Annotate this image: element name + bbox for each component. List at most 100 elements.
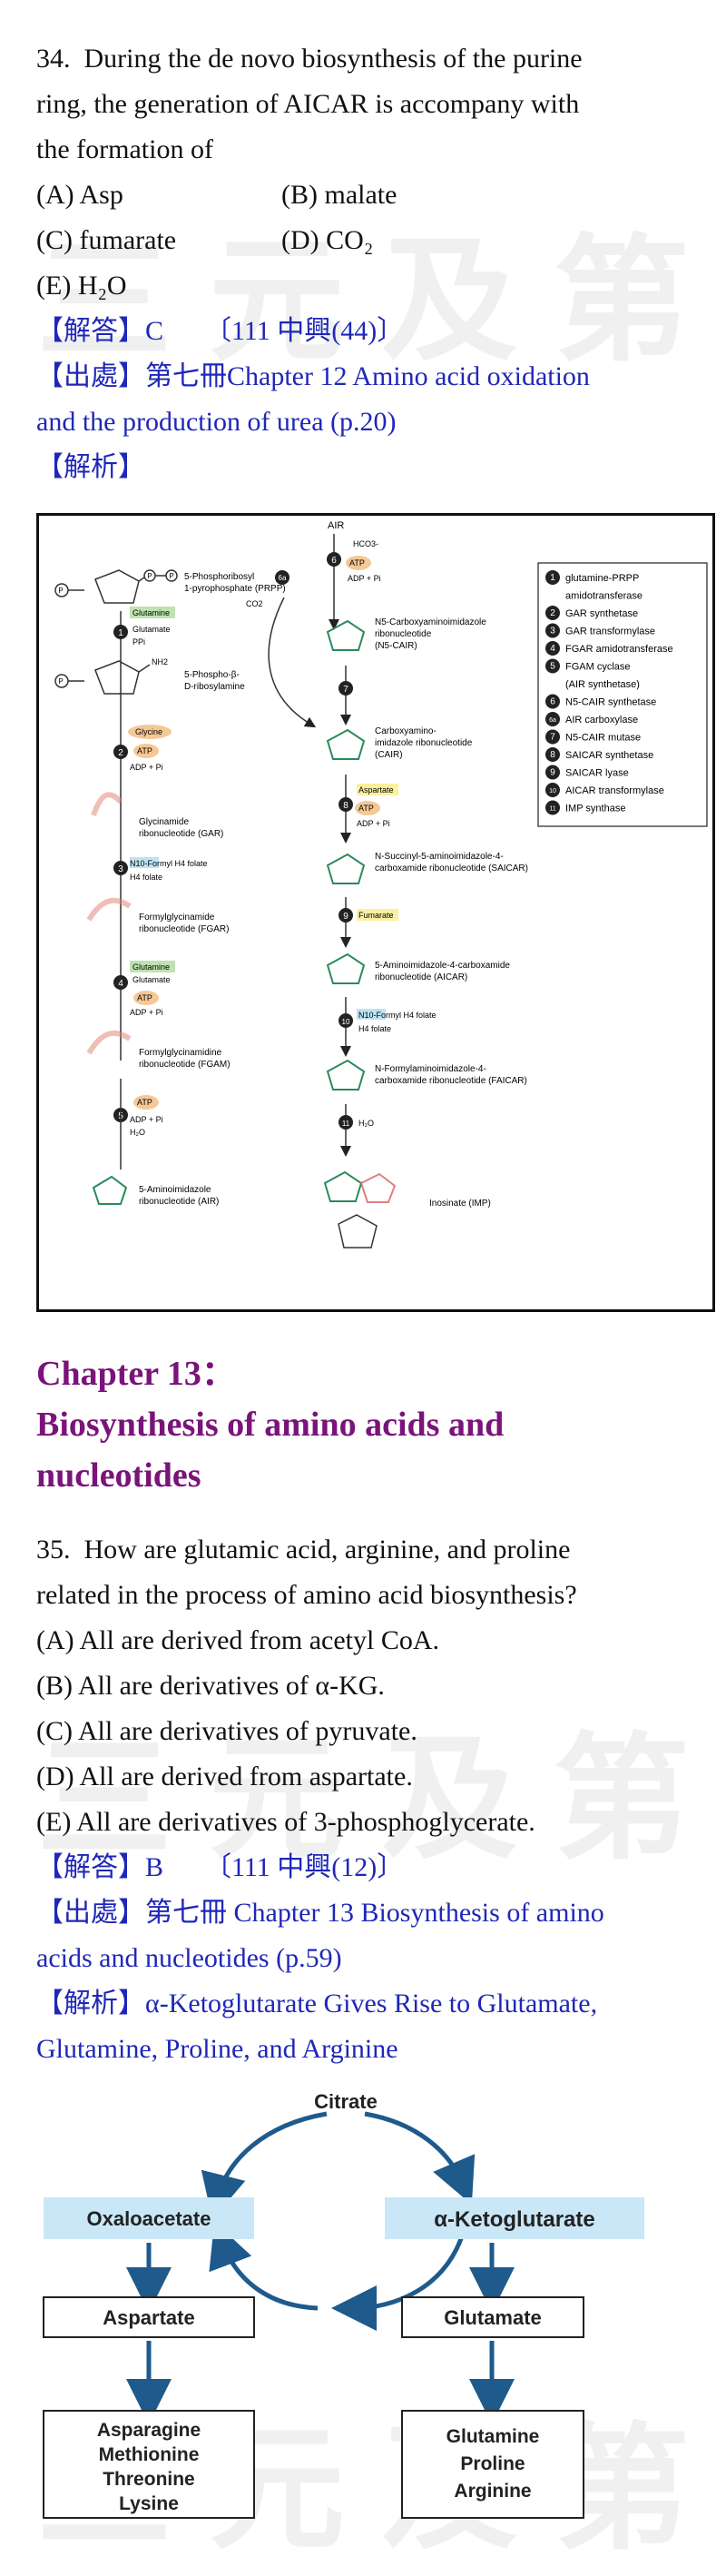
reagent: ATP (358, 804, 374, 813)
pathway-label: Formylglycinamide (139, 913, 215, 923)
analysis-line: Glutamine, Proline, and Arginine (36, 2034, 398, 2064)
option-d: (D) All are derived from aspartate. (36, 1762, 413, 1791)
legend-step-icon (545, 606, 560, 620)
svg-text:4: 4 (118, 979, 123, 989)
question-stem: ring, the generation of AICAR is accompa… (36, 89, 580, 119)
pathway-label: Glycinamide (139, 817, 189, 827)
legend-step-icon (545, 729, 560, 745)
svg-text:2: 2 (118, 748, 123, 758)
reagent: ADP + Pi (130, 763, 163, 772)
reagent: ATP (137, 746, 152, 755)
pathway-label: 5-Aminoimidazole (139, 1185, 211, 1195)
reagent-tag (130, 607, 175, 618)
watermark: 三元及第 (36, 222, 726, 380)
pathway-label: ribonucleotide (375, 629, 432, 639)
legend-step-number: 3 (550, 627, 555, 637)
reagent: H4 folate (358, 1024, 391, 1033)
pathway-label: imidazole ribonucleotide (375, 738, 473, 748)
glu-family-item: Arginine (454, 2481, 531, 2502)
oxaloacetate-box (44, 2197, 254, 2239)
air-top-label: AIR (328, 520, 344, 531)
asp-family-item: Asparagine (97, 2420, 201, 2441)
cycle-arrow (331, 2233, 466, 2331)
oxaloacetate-label: Oxaloacetate (87, 2207, 211, 2230)
legend-enzyme-name: amidotransferase (565, 591, 643, 602)
legend-step-number: 5 (550, 662, 555, 672)
legend-enzyme-name: AICAR transformylase (565, 785, 664, 796)
legend-enzyme-name: N5-CAIR synthetase (565, 697, 656, 708)
legend-enzyme-name: (AIR synthetase) (565, 679, 640, 690)
glutamate-box (401, 2296, 584, 2338)
question-stem: the formation of (36, 134, 213, 164)
legend-step-icon (545, 658, 560, 674)
answer-line: 【解答】C 〔111 中興(44)〕 (36, 316, 405, 346)
option-row: (C) fumarate(D) CO₂ (36, 218, 699, 263)
pathway-label: ribonucleotide (FGAR) (139, 924, 229, 934)
purine-pathway-figure: AIR P P P 5-Phosphoribosyl 1-pyrophospha… (36, 513, 715, 1312)
reagent: Glycine (135, 727, 162, 736)
pathway-label: 5-Aminoimidazole-4-carboxamide (375, 961, 510, 971)
pathway-label: (N5-CAIR) (375, 641, 417, 651)
reagent: H₂O (130, 1128, 145, 1137)
reagent: ATP (349, 558, 365, 568)
svg-text:9: 9 (343, 912, 348, 922)
cycle-arrow (201, 2111, 328, 2220)
enzyme-legend-items: 1 glutamine-PRPP amidotransferase 2 GAR synt… (545, 570, 673, 815)
aspartate-box (43, 2296, 255, 2338)
legend-step-number: 6 (550, 697, 555, 707)
chapter-title: Biosynthesis of amino acids and (36, 1406, 505, 1444)
pathway-label: carboxamide ribonucleotide (FAICAR) (375, 1076, 527, 1086)
legend-step-number: 6a (549, 717, 556, 724)
asp-family-item: Methionine (99, 2444, 200, 2465)
saicar-ring (326, 853, 366, 884)
option-d: (D) CO₂ (281, 225, 374, 255)
legend-step-icon (545, 623, 560, 638)
reagent: N10-Formyl H4 folate (358, 1011, 437, 1020)
legend-step-number: 8 (550, 750, 555, 760)
reagent: ADP + Pi (357, 819, 390, 828)
pathway-label: Formylglycinamidine (139, 1048, 222, 1058)
glutamate-label: Glutamate (444, 2306, 542, 2329)
reagent: ADP + Pi (130, 1115, 163, 1124)
legend-enzyme-name: SAICAR lyase (565, 768, 629, 779)
chapter-heading: Chapter 13： Biosynthesis of amino acids … (36, 1348, 699, 1501)
legend-enzyme-name: N5-CAIR mutase (565, 733, 641, 744)
cycle-arrow (209, 2221, 319, 2311)
watermark: 三元及第 (36, 1721, 726, 1879)
pra-structure (54, 660, 151, 695)
legend-enzyme-name: GAR synthetase (565, 608, 638, 619)
asp-family-item: Lysine (119, 2493, 179, 2514)
legend-enzyme-name: GAR transformylase (565, 627, 655, 637)
option-e: (E) All are derivatives of 3-phosphoglyc… (36, 1807, 535, 1837)
akg-family-diagram: Citrate Oxaloacetate α-Ketoglutarate Asp… (43, 2090, 644, 2519)
legend-enzyme-name: glutamine-PRPP (565, 573, 639, 584)
step-circles-left: 1 2 3 4 5 (113, 625, 128, 1122)
legend-step-icon (545, 765, 560, 780)
reagent: Glutamine (132, 962, 170, 972)
reagent: N10-Formyl H4 folate (130, 859, 208, 868)
pathway-label: ribonucleotide (GAR) (139, 829, 223, 839)
legend-step-number: 1 (550, 573, 555, 583)
reagent: Glutamine (132, 608, 170, 617)
reagent-tag (128, 725, 172, 739)
pathway-label: (CAIR) (375, 750, 403, 760)
option-row: (A) Asp(B) malate (36, 173, 699, 218)
akg-box (385, 2197, 644, 2239)
source-line: 【出處】第七冊 Chapter 13 Biosynthesis of amino (36, 1898, 604, 1928)
legend-step-number: 2 (550, 608, 555, 618)
legend-enzyme-name: AIR carboxylase (565, 715, 638, 725)
svg-text:P: P (58, 677, 63, 686)
asp-family-box (43, 2410, 255, 2519)
svg-text:6a: 6a (279, 574, 287, 582)
glu-family-item: Proline (460, 2453, 525, 2474)
reagent: ATP (137, 1098, 152, 1107)
reagent: Fumarate (358, 911, 394, 920)
question-stem: 35. How are glutamic acid, arginine, and… (36, 1535, 571, 1564)
svg-text:1: 1 (118, 628, 123, 638)
option-a: (A) Asp (36, 180, 123, 210)
svg-text:6: 6 (331, 556, 337, 566)
reagent: ATP (137, 993, 152, 1002)
pathway-label: N-Succinyl-5-aminoimidazole-4- (375, 852, 504, 862)
akg-label: α-Ketoglutarate (434, 2207, 594, 2232)
reagent: HCO3- (353, 539, 378, 548)
